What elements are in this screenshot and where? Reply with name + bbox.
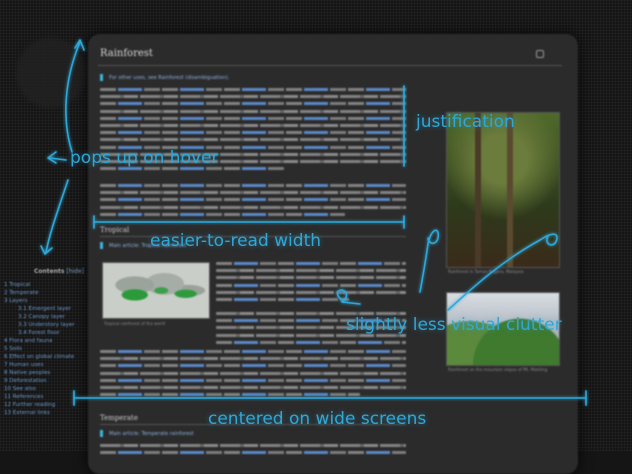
map-caption: Tropical rainforest of the world (104, 321, 166, 326)
tropical-map-image[interactable] (102, 262, 210, 319)
annotation-strokes (40, 39, 587, 406)
toc-hide-link[interactable]: [hide] (66, 268, 85, 275)
arrow-up (65, 41, 81, 153)
toc-title: Contents (34, 268, 65, 275)
toc-item[interactable]: 8 Native peoples (4, 370, 51, 376)
clutter-loop-2 (447, 233, 558, 311)
toc-list: 1 Tropical 2 Temperate 3 Layers 3.1 Emergen… (4, 281, 90, 417)
toc-item[interactable]: 3.4 Forest floor (18, 330, 60, 336)
toc-item[interactable]: 13 External links (4, 410, 50, 416)
toc-item[interactable]: 6 Effect on global climate (4, 354, 75, 360)
hatnote-temperate-text[interactable]: Main article: Temperate rainforest (109, 431, 194, 437)
toc-item[interactable]: 10 See also (4, 386, 36, 392)
toc-item[interactable]: 12 Further reading (4, 402, 56, 408)
toc-item[interactable]: 3.2 Canopy layer (18, 314, 65, 320)
intro-paragraph-3 (100, 184, 406, 220)
intro-paragraph-2 (100, 124, 406, 174)
toc-item[interactable]: 3 Layers (4, 298, 28, 304)
toc-item[interactable]: 7 Human uses (4, 362, 44, 368)
annotation-justification: justification (416, 112, 515, 132)
hatnote-main: For other uses, see Rainforest (disambig… (100, 74, 229, 81)
hatnote-tropical: Main article: Tropical rainforest (100, 242, 186, 249)
toc-header: Contents [hide] (34, 268, 90, 275)
title-divider (98, 65, 562, 66)
hatnote-bar-icon (100, 430, 103, 437)
page-title: Rainforest (100, 48, 153, 59)
tropical-paragraph-2 (216, 312, 406, 348)
hatnote-temperate: Main article: Temperate rainforest (100, 430, 194, 437)
arrow-down (45, 179, 69, 253)
table-of-contents: Contents [hide] 1 Tropical 2 Temperate 3 L… (4, 268, 90, 417)
lock-icon[interactable] (536, 50, 544, 58)
section-divider (100, 236, 406, 237)
annotation-centered: centered on wide screens (208, 409, 427, 429)
hatnote-main-text[interactable]: For other uses, see Rainforest (disambig… (109, 75, 230, 81)
mountain-caption: Rainforest on the mountain slopes of Mt.… (448, 367, 548, 372)
toc-item[interactable]: 11 References (4, 394, 44, 400)
hatnote-bar-icon (100, 242, 103, 249)
site-logo (16, 38, 86, 108)
section-heading-temperate: Temperate (100, 414, 139, 422)
tropical-paragraph-1 (216, 262, 406, 305)
annotation-clutter: slightly less visual clutter (346, 315, 562, 335)
clutter-loop-1 (419, 229, 440, 293)
mountain-photo[interactable] (446, 292, 560, 366)
toc-item[interactable]: 3.3 Understory layer (18, 322, 75, 328)
hatnote-bar-icon (100, 74, 103, 81)
toc-item[interactable]: 9 Deforestation (4, 378, 47, 384)
toc-item[interactable]: 5 Soils (4, 346, 23, 352)
annotation-width: easier-to-read width (150, 231, 322, 251)
tropical-paragraph-3 (100, 350, 406, 400)
forest-photo[interactable] (446, 112, 560, 268)
section-divider (100, 424, 406, 425)
arrow-left (49, 157, 67, 161)
article-panel: Rainforest For other uses, see Rainfores… (88, 34, 578, 474)
forest-caption: Rainforest in Taman Negara, Malaysia (448, 269, 524, 274)
hatnote-tropical-text[interactable]: Main article: Tropical rainforest (109, 243, 187, 249)
section-heading-tropical: Tropical (100, 226, 130, 234)
clutter-loop-3 (336, 289, 361, 305)
toc-item[interactable]: 4 Flora and fauna (4, 338, 53, 344)
toc-item[interactable]: 2 Temperate (4, 290, 39, 296)
toc-item[interactable]: 3.1 Emergent layer (18, 306, 71, 312)
annotation-hover: pops up on hover (70, 148, 219, 168)
toc-item[interactable]: 1 Tropical (4, 282, 31, 288)
